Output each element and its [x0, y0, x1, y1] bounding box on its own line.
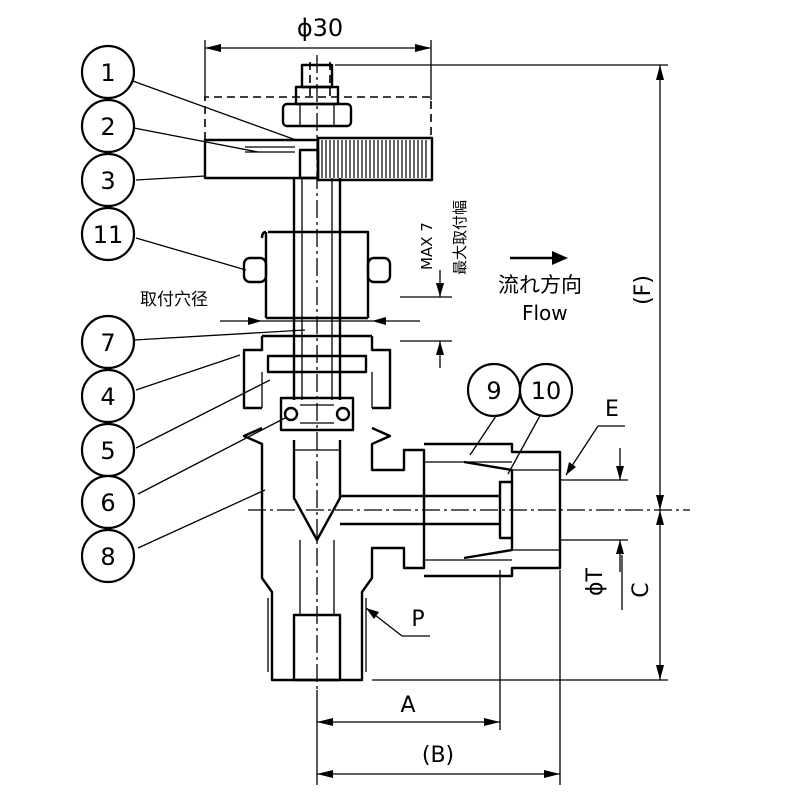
- balloon-3: 3: [100, 167, 115, 195]
- dim-T-label: ϕT: [583, 567, 608, 596]
- balloon-6: 6: [100, 489, 115, 517]
- balloon-2: 2: [100, 113, 115, 141]
- knurl-lines: [321, 140, 427, 178]
- dim-A-label: A: [400, 693, 415, 718]
- balloon-11: 11: [93, 221, 124, 249]
- dim-E-label: E: [605, 397, 619, 422]
- balloon-1: 1: [100, 59, 115, 87]
- dim-diameter-top: ϕ30: [204, 14, 432, 100]
- valve-body: [242, 426, 500, 682]
- dim-F-label: (F): [631, 275, 656, 305]
- bonnet: [242, 334, 392, 410]
- dim-B-label: (B): [422, 743, 454, 768]
- stem: [292, 178, 342, 400]
- panel-nut: [242, 230, 392, 320]
- handle-knob: [203, 136, 434, 182]
- leader-lines: [129, 79, 543, 549]
- dim-E: E: [565, 397, 625, 476]
- max-panel-label: MAX 7: [418, 222, 436, 270]
- balloon-9: 9: [486, 377, 501, 405]
- flow-label-en: Flow: [522, 301, 568, 325]
- max-panel-note: 最大取付幅: [451, 200, 469, 275]
- packing-area: [279, 396, 355, 432]
- handle-dashed-outline: [204, 62, 432, 140]
- flow-label-jp: 流れ方向: [498, 273, 582, 297]
- dim-F: (F): [335, 64, 668, 510]
- balloon-4: 4: [100, 383, 115, 411]
- dim-P-label: P: [411, 607, 424, 632]
- dim-T-C: ϕT C: [372, 448, 668, 681]
- balloon-7: 7: [100, 329, 115, 357]
- part-balloons: 1 2 3 11 7 4 5 6 8 9 10: [80, 44, 574, 584]
- dim-C-label: C: [629, 582, 654, 597]
- stem-top: [281, 63, 353, 128]
- balloon-5: 5: [100, 437, 115, 465]
- balloon-10: 10: [531, 377, 562, 405]
- dim-A-B: A (B): [316, 570, 561, 785]
- balloon-8: 8: [100, 543, 115, 571]
- mount-hole-label: 取付穴径: [140, 290, 208, 310]
- centerlines: [248, 55, 690, 690]
- tube-fitting: [424, 442, 562, 578]
- panel-thickness-dim: MAX 7 最大取付幅: [400, 200, 469, 368]
- dim-P: P: [365, 607, 430, 637]
- diameter-top-label: ϕ30: [297, 14, 343, 42]
- mount-hole-dim: 取付穴径: [140, 290, 420, 325]
- flow-direction: 流れ方向 Flow: [498, 251, 582, 325]
